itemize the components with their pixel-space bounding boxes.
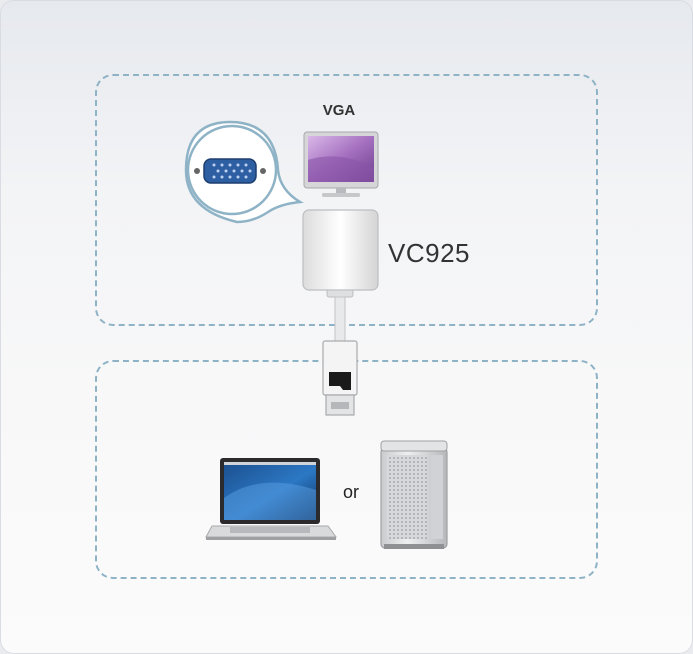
displayport-plug-icon <box>322 340 358 416</box>
adapter-icon <box>302 209 379 342</box>
display-section-frame <box>95 74 598 326</box>
or-label: or <box>343 482 360 502</box>
monitor-label: VGA <box>322 102 356 119</box>
laptop-icon <box>205 458 337 540</box>
desktop-tower-icon <box>380 440 448 549</box>
vga-port-zoom-icon <box>184 120 304 224</box>
adapter-model-label: VC925 <box>388 238 470 268</box>
monitor-icon <box>303 131 379 197</box>
